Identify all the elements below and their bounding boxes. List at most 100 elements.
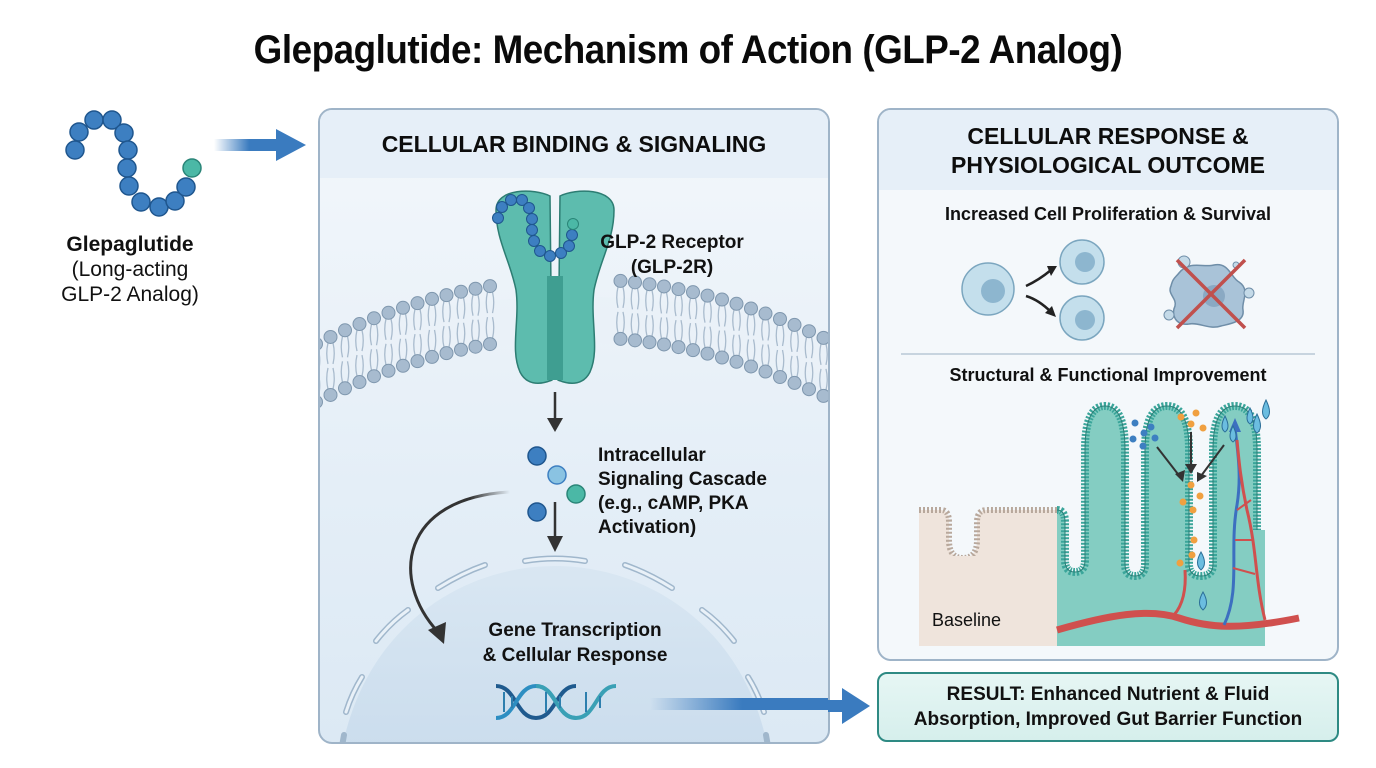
lipid-tail bbox=[485, 291, 489, 314]
lipid-tail bbox=[630, 313, 634, 335]
lipid-tail bbox=[659, 292, 663, 314]
lipid-head bbox=[410, 354, 425, 369]
gene-transcription-label: Gene Transcription & Cellular Response bbox=[450, 618, 700, 668]
lipid-tail bbox=[752, 339, 756, 361]
intestinal-villi-icon bbox=[1056, 401, 1265, 646]
lipid-tail bbox=[369, 349, 373, 371]
cascade-label-line3: (e.g., cAMP, PKA bbox=[598, 493, 749, 514]
lipid-tail bbox=[413, 308, 416, 331]
lipid-tail bbox=[485, 316, 489, 339]
lipid-head bbox=[483, 279, 497, 294]
lipid-tail bbox=[384, 343, 387, 365]
lipid-tail bbox=[340, 336, 344, 358]
lipid-tail bbox=[709, 326, 712, 348]
result-box: RESULT: Enhanced Nutrient & Fluid Absorp… bbox=[877, 672, 1339, 742]
arrow-to-result-icon bbox=[828, 688, 870, 724]
lipid-tail bbox=[752, 314, 756, 336]
lipid-head bbox=[367, 311, 381, 326]
lipid-tail bbox=[471, 294, 474, 316]
lipid-head bbox=[352, 317, 367, 332]
lipid-head bbox=[715, 292, 729, 307]
lipid-head bbox=[367, 369, 381, 384]
lipid-tail bbox=[717, 330, 721, 352]
lipid-head bbox=[425, 291, 439, 306]
lipid-tail bbox=[703, 301, 706, 323]
result-line2: Absorption, Improved Gut Barrier Functio… bbox=[913, 709, 1303, 730]
lipid-head bbox=[320, 396, 323, 408]
lipid-tail bbox=[375, 324, 379, 346]
lipid-head bbox=[729, 296, 744, 311]
lipid-head bbox=[338, 323, 352, 338]
lipid-head bbox=[729, 354, 744, 369]
lipid-head bbox=[320, 338, 323, 350]
fluid-droplet-icon bbox=[1197, 398, 1270, 611]
lipid-tail bbox=[825, 368, 828, 391]
lipid-head bbox=[468, 281, 483, 296]
lipid-tail bbox=[456, 322, 460, 344]
lipid-tail bbox=[491, 291, 495, 314]
lipid-head bbox=[425, 349, 439, 364]
lipid-head bbox=[613, 273, 628, 288]
lipid-tail bbox=[767, 319, 770, 341]
lipid-tail bbox=[825, 343, 828, 366]
lipid-tail bbox=[775, 349, 779, 372]
lipid-tail bbox=[355, 329, 358, 352]
binding-signaling-panel: CELLULAR BINDING & SIGNALING bbox=[318, 108, 830, 744]
lipid-tail bbox=[651, 315, 654, 337]
lipid-tail bbox=[645, 315, 648, 337]
lipid-tail bbox=[332, 367, 335, 390]
lipid-head bbox=[700, 288, 715, 303]
response-header-line2: PHYSIOLOGICAL OUTCOME bbox=[951, 152, 1265, 178]
lipid-tail bbox=[332, 342, 335, 365]
lipid-tail bbox=[456, 297, 460, 319]
lipid-head bbox=[787, 375, 802, 390]
lipid-tail bbox=[398, 313, 402, 335]
lipid-head bbox=[700, 346, 715, 361]
signaling-molecules-icon bbox=[527, 446, 586, 522]
lipid-tail bbox=[427, 329, 431, 352]
lipid-tail bbox=[732, 309, 735, 331]
lipid-tail bbox=[674, 294, 677, 317]
lipid-tail bbox=[448, 300, 451, 323]
lipid-tail bbox=[688, 298, 692, 320]
lipid-tail bbox=[433, 329, 437, 352]
lipid-head bbox=[715, 350, 729, 365]
binding-panel-header: CELLULAR BINDING & SIGNALING bbox=[320, 110, 828, 178]
dna-icon bbox=[495, 683, 617, 721]
lipid-tail bbox=[419, 308, 422, 331]
lipid-head bbox=[744, 359, 758, 374]
lipid-tail bbox=[680, 319, 683, 342]
lipid-head bbox=[468, 339, 483, 354]
lipid-tail bbox=[361, 329, 364, 352]
lipid-head bbox=[410, 296, 425, 311]
lipid-tail bbox=[790, 355, 793, 378]
lipid-tail bbox=[616, 311, 619, 334]
lipid-tail bbox=[796, 330, 799, 353]
lipid-tail bbox=[616, 286, 619, 309]
receptor-label-line2: (GLP-2R) bbox=[630, 257, 714, 278]
response-header-line1: CELLULAR RESPONSE & bbox=[967, 123, 1249, 149]
drug-description-line1: (Long-acting bbox=[71, 258, 189, 281]
lipid-tail bbox=[442, 300, 445, 323]
lipid-head bbox=[628, 333, 642, 348]
lipid-head bbox=[758, 306, 773, 321]
lipid-tail bbox=[398, 338, 402, 360]
lipid-head bbox=[787, 317, 802, 332]
lipid-head bbox=[381, 305, 396, 320]
lipid-tail bbox=[717, 305, 721, 327]
lipid-tail bbox=[491, 316, 495, 339]
page-title: Glepaglutide: Mechanism of Action (GLP-2… bbox=[253, 28, 1123, 72]
lipid-head bbox=[657, 279, 671, 294]
lipid-tail bbox=[390, 318, 393, 340]
lipid-head bbox=[686, 285, 700, 300]
lipid-tail bbox=[448, 325, 451, 348]
lipid-head bbox=[686, 343, 700, 358]
lipid-tail bbox=[694, 323, 698, 345]
lipid-tail bbox=[326, 342, 329, 365]
lipid-head bbox=[758, 364, 773, 379]
receptor-label: GLP-2 Receptor (GLP-2R) bbox=[592, 230, 752, 280]
lipid-tail bbox=[477, 319, 480, 341]
lipid-tail bbox=[709, 301, 712, 323]
lipid-tail bbox=[419, 333, 422, 356]
lipid-tail bbox=[738, 334, 741, 356]
